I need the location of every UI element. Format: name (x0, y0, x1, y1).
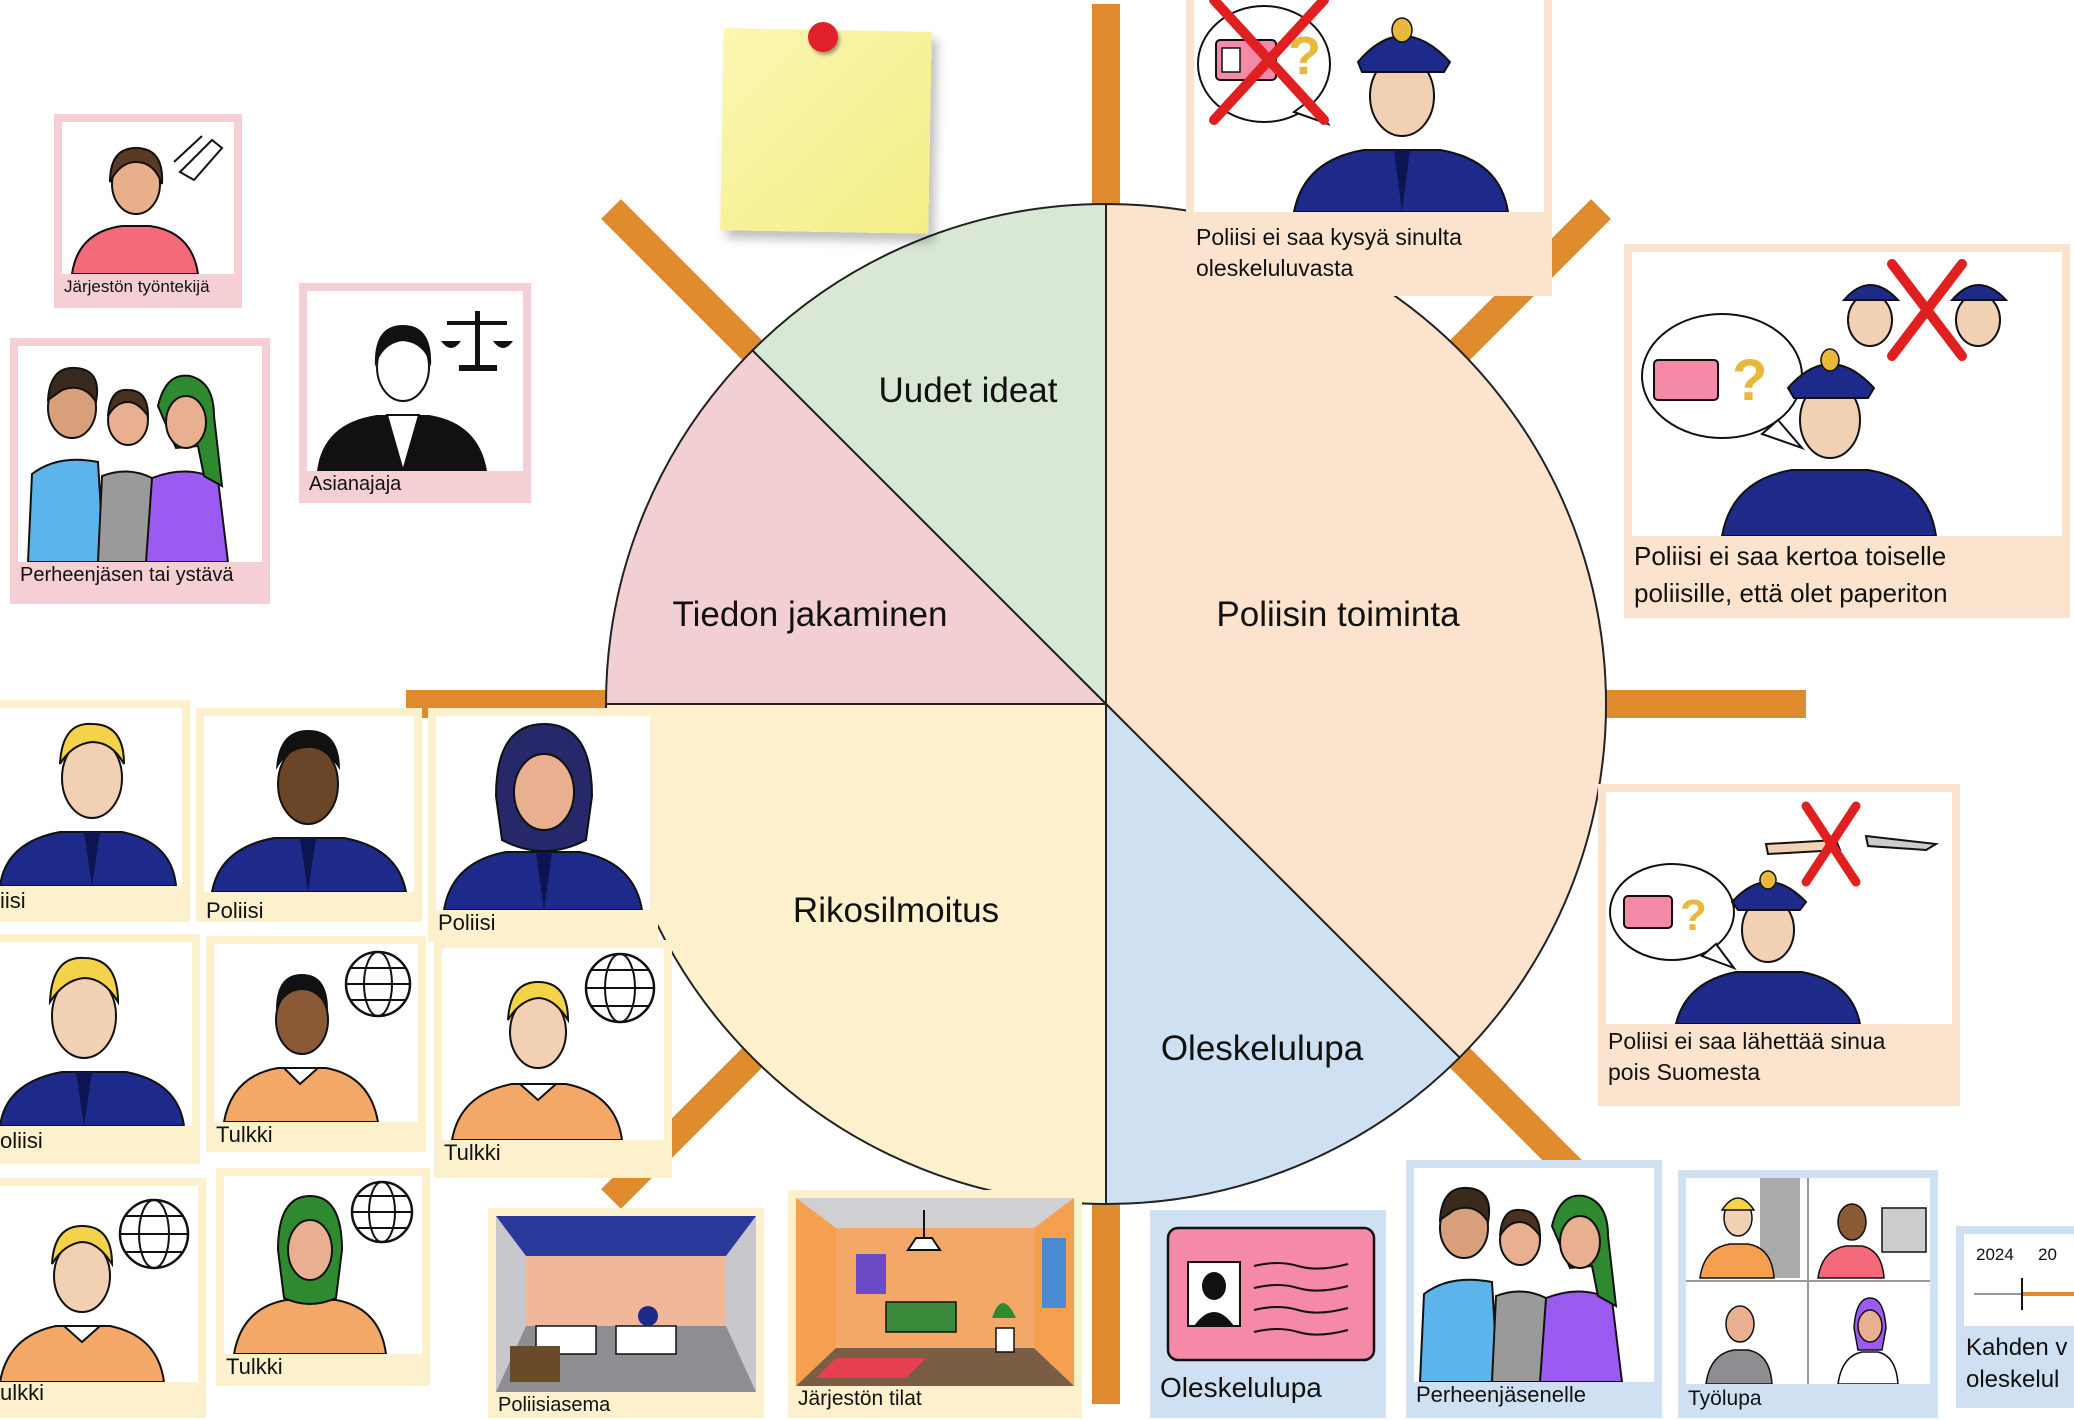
card-caption: Järjestön työntekijä (64, 277, 210, 296)
card-caption: Työlupa (1688, 1387, 1762, 1410)
lawyer-icon (317, 311, 513, 471)
card-caption: Tulkki (216, 1122, 273, 1147)
wheel-sectors (604, 202, 1607, 1206)
card-asianajaja[interactable]: Asianajaja (299, 283, 531, 503)
residence-permit-card-icon (1166, 1226, 1376, 1362)
card-caption: Oleskelulupa (1160, 1372, 1322, 1403)
svg-text:?: ? (1732, 348, 1767, 413)
card-kahden-vuoden[interactable]: 2024 20 Kahden v oleskelul (1956, 1226, 2074, 1408)
timeline-icon: 2024 20 (1974, 1245, 2074, 1310)
card-tulkki-1[interactable]: Tulkki (206, 936, 426, 1152)
card-tulkki-3[interactable]: ulkki (0, 1178, 206, 1418)
police-officer-icon (0, 956, 186, 1126)
card-tulkki-2[interactable]: Tulkki (434, 940, 672, 1178)
card-caption: ulkki (0, 1380, 45, 1405)
police-no-telling-icon: ? (1641, 259, 2009, 536)
work-permit-icon (1686, 1178, 1930, 1384)
year-label-1: 2024 (1976, 1245, 2014, 1264)
card-caption: Poliisiasema (498, 1394, 611, 1416)
card-caption: iisi (0, 888, 26, 913)
sector-label-rikosilmoitus: Rikosilmoitus (793, 891, 999, 930)
interpreter-icon (222, 950, 412, 1122)
card-caption-line-1: Poliisi ei saa kysyä sinulta (1196, 224, 1462, 250)
card-poliisiasema[interactable]: Poliisiasema (488, 1208, 764, 1418)
card-police-deport[interactable]: ? Poliisi ei saa lähettää sinua pois Suo… (1598, 784, 1960, 1106)
card-caption: Perheenjäsen tai ystävä (20, 564, 234, 586)
card-caption-line-1: Poliisi ei saa kertoa toiselle (1634, 541, 1947, 571)
family-icon (26, 366, 230, 562)
police-no-deporting-icon: ? (1609, 801, 1940, 1024)
card-caption: Poliisi (206, 898, 264, 923)
card-oleskelulupa[interactable]: Oleskelulupa (1150, 1210, 1386, 1418)
card-police-ask[interactable]: ? Poliisi ei saa kysyä sinulta oleskelul… (1186, 0, 1552, 296)
card-caption: Poliisi (438, 910, 496, 935)
card-caption: Tulkki (226, 1354, 283, 1379)
card-caption-line-1: Poliisi ei saa lähettää sinua (1608, 1028, 1886, 1054)
wheel-labels: Uudet ideat Poliisin toiminta Oleskelulu… (673, 371, 1461, 1068)
card-poliisi-2[interactable]: Poliisi (196, 708, 422, 923)
card-caption-line-2: pois Suomesta (1608, 1059, 1761, 1085)
interpreter-hijab-icon (232, 1180, 414, 1354)
sticky-note[interactable] (720, 28, 932, 234)
card-caption: oliisi (0, 1128, 43, 1153)
card-jarjeston-tyontekija[interactable]: Järjestön työntekijä (54, 114, 242, 308)
interpreter-icon (0, 1198, 190, 1382)
card-tyolupa[interactable]: Työlupa (1678, 1170, 1938, 1418)
card-caption-line-2: poliisille, että olet paperiton (1634, 578, 1948, 608)
card-perheenjasen-tai-ystava[interactable]: Perheenjäsen tai ystävä (10, 338, 270, 604)
spoke-top-left (601, 199, 777, 375)
sector-tiedon-jakaminen[interactable] (604, 349, 1109, 705)
year-label-2: 20 (2038, 1245, 2057, 1264)
police-officer-icon (0, 722, 178, 886)
card-tulkki-4[interactable]: Tulkki (216, 1168, 430, 1386)
sector-label-poliisin-toiminta: Poliisin toiminta (1216, 595, 1460, 634)
interpreter-icon (450, 952, 656, 1140)
organisation-worker-icon (70, 135, 224, 274)
organisation-premises-icon (796, 1198, 1074, 1386)
sector-label-tiedon-jakaminen: Tiedon jakaminen (673, 595, 948, 634)
police-station-icon (496, 1216, 756, 1392)
card-poliisi-3[interactable]: Poliisi (428, 708, 658, 942)
sector-label-uudet-ideat: Uudet ideat (878, 371, 1057, 410)
card-caption: Järjestön tilat (798, 1387, 922, 1410)
police-officer-icon (210, 730, 408, 892)
sector-label-oleskelulupa: Oleskelulupa (1161, 1029, 1364, 1068)
card-caption: Tulkki (444, 1140, 501, 1165)
card-caption: Perheenjäsenelle (1416, 1382, 1587, 1407)
card-caption-line-2: oleskelul (1966, 1366, 2060, 1393)
pushpin-icon (808, 22, 838, 52)
wheel-spokes (406, 4, 1806, 1404)
card-police-tell[interactable]: ? Poliisi ei saa kertoa toiselle poliisi… (1624, 244, 2070, 618)
family-icon (1418, 1186, 1624, 1382)
police-no-asking-icon: ? (1197, 0, 1510, 212)
sector-oleskelulupa[interactable] (1105, 701, 1461, 1206)
card-caption-line-2: oleskeluluvasta (1196, 255, 1354, 281)
card-perheenjasenelle[interactable]: Perheenjäsenelle (1406, 1160, 1662, 1418)
card-caption: Asianajaja (309, 473, 402, 495)
card-jarjeston-tilat[interactable]: Järjestön tilat (788, 1190, 1082, 1418)
svg-text:?: ? (1680, 891, 1707, 940)
police-officer-hijab-icon (442, 722, 644, 910)
card-caption-line-1: Kahden v (1966, 1334, 2068, 1361)
card-poliisi-1[interactable]: iisi (0, 700, 190, 922)
card-poliisi-4[interactable]: oliisi (0, 934, 200, 1164)
sector-uudet-ideat[interactable] (751, 202, 1107, 707)
